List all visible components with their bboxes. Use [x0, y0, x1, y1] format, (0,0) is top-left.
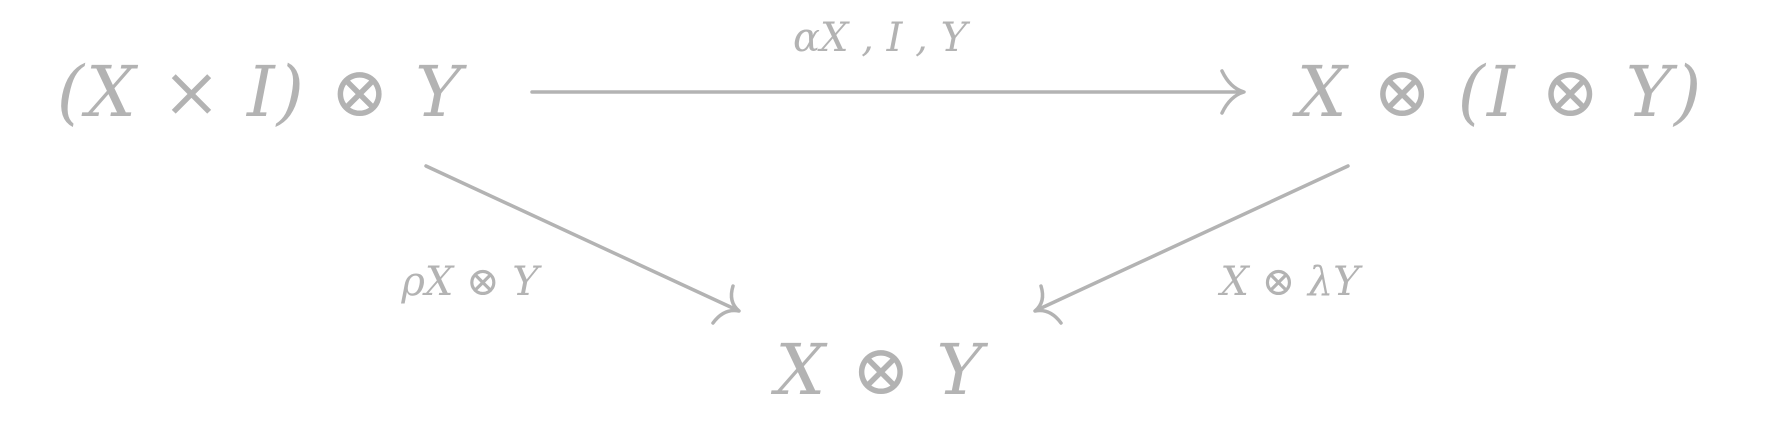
node-tensor-assoc: X ⊗ (I ⊗ Y) — [1296, 51, 1704, 133]
label-associator: αX , I , Y — [793, 15, 967, 61]
arrow-right-unitor — [424, 164, 741, 325]
node-product-tensor: (X × I) ⊗ Y — [56, 51, 464, 133]
arrow-associator — [530, 69, 1246, 115]
node-x-tensor-y: X ⊗ Y — [775, 329, 985, 411]
label-right-unitor: ρX ⊗ Y — [401, 259, 539, 305]
arrow-left-unitor — [1033, 164, 1350, 325]
label-left-unitor: X ⊗ λY — [1220, 259, 1360, 305]
